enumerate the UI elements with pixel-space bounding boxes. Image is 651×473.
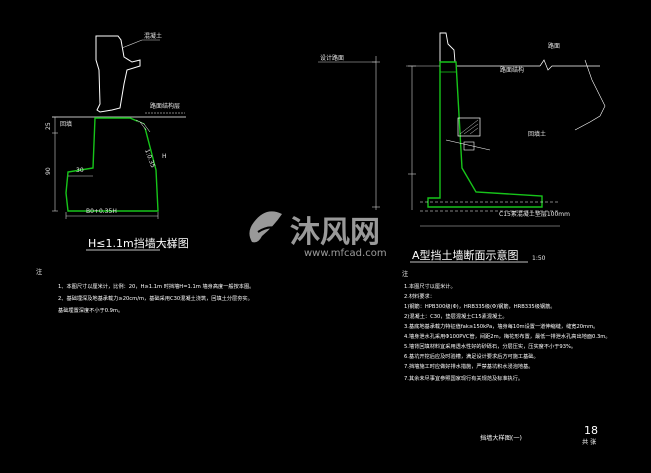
right-note-line-6: 4.墙身泄水孔采用Φ100PVC管，间距2m，梅花形布置，最低一排泄水孔高出地面… [404, 332, 611, 340]
left-backfill-hatch [135, 119, 151, 133]
right-note-line-2: 2.材料要求： [404, 292, 435, 300]
right-weephole [463, 141, 475, 151]
left-parapet-outline [95, 35, 141, 113]
left-note-line-2: 2、基础埋深及地基承载力≥20cm/m，基础采用C30混凝土浇筑，回填土分层夯实… [58, 294, 253, 302]
watermark-logo-icon [249, 211, 282, 243]
left-detail-scale: 1:20 [163, 243, 177, 250]
left-note-line-1: 1、本图尺寸以厘米计，比例：20，H≥1.1m 时挡墙H=1.1m 墙身高度一般… [58, 282, 254, 290]
left-notes-heading: 注 [36, 268, 42, 276]
right-note-line-5: 3.基底地基承载力特征值fak≥150kPa，墙身每10m设置一道伸缩缝，缝宽2… [404, 322, 598, 330]
right-breakline-top [539, 59, 600, 71]
right-pipe [445, 139, 491, 151]
right-wall-detail: 路面 路面结构 回填土 设计路面 C15素混凝土垫层100mm A型挡土墙断面示… [318, 32, 606, 263]
left-dim-bottom: B0+0.35H [86, 208, 117, 215]
sheet-total: 共 张 [582, 438, 597, 446]
drawing-name: 挡墙大样图(一) [480, 434, 522, 442]
right-drain-hatch [459, 119, 479, 135]
right-note-line-7: 5.墙背回填材料宜采用透水性好的砂砾石，分层压实，压实度不小于93%。 [404, 342, 576, 350]
right-top-note-3: 回填土 [528, 130, 546, 138]
right-note-line-3: 1)钢筋：HPB300级(Φ)，HRB335级(Φ)钢筋，HRB335级钢筋。 [404, 302, 555, 310]
right-detail-scale: 1:50 [532, 255, 546, 262]
right-c15-label: C15素混凝土垫层100mm [499, 210, 570, 218]
right-top-note-2: 路面结构 [500, 66, 524, 74]
parapet-leader [121, 39, 143, 49]
right-left-note: 设计路面 [320, 54, 344, 62]
right-slope-line [574, 59, 606, 131]
right-detail-title: A型挡土墙断面示意图 [412, 248, 519, 262]
sheet-number: 18 [584, 424, 598, 437]
right-notes: 注 1.本图尺寸以厘米计。 2.材料要求： 1)钢筋：HPB300级(Φ)，HR… [402, 270, 611, 382]
parapet-note-text: 混凝土 [144, 32, 162, 40]
right-note-line-8: 6.基坑开挖后应及时验槽，满足设计要求后方可施工基础。 [404, 352, 539, 360]
right-parapet-outline [439, 32, 456, 63]
right-note-line-9: 7.挡墙施工时应做好排水措施，严禁基坑积水浸泡地基。 [404, 362, 533, 370]
left-dim-25: 25 [45, 122, 52, 130]
right-wall-body-outline [427, 61, 543, 208]
right-note-line-4: 2)混凝土：C30，垫层混凝土C15素混凝土。 [404, 312, 508, 320]
left-slope-label: 1:0.35 [143, 148, 156, 169]
road-note-text: 路面结构层 [150, 102, 180, 110]
watermark-brand: 沐风网 [290, 215, 380, 250]
left-wall-detail: 混凝土 路面结构层 回填 1:0.35 H 25 90 30 B0+0.35H … [45, 32, 189, 251]
left-dim-30: 30 [76, 167, 84, 174]
left-wall-body-outline [65, 117, 159, 212]
right-note-line-1: 1.本图尺寸以厘米计。 [404, 282, 456, 290]
left-notes: 注 1、本图尺寸以厘米计，比例：20，H≥1.1m 时挡墙H=1.1m 墙身高度… [36, 268, 254, 314]
right-top-note-1: 路面 [548, 42, 560, 50]
watermark: 沐风网 www.mfcad.com [249, 211, 387, 259]
left-detail-title: H≤1.1m挡墙大样图 [88, 236, 189, 250]
title-block: 挡墙大样图(一) 18 共 张 [480, 424, 598, 446]
backfill-note-text: 回填 [60, 120, 72, 128]
left-dim-90: 90 [45, 167, 52, 175]
watermark-url: www.mfcad.com [304, 248, 387, 259]
right-drain-box [457, 117, 481, 137]
left-dim-h: H [162, 153, 167, 160]
right-notes-heading: 注 [402, 270, 408, 278]
right-note-line-10: 7.其余未尽事宜参照国家现行有关规范及标准执行。 [404, 374, 523, 382]
left-note-line-3: 基础埋置深度不小于0.9m。 [58, 306, 123, 314]
